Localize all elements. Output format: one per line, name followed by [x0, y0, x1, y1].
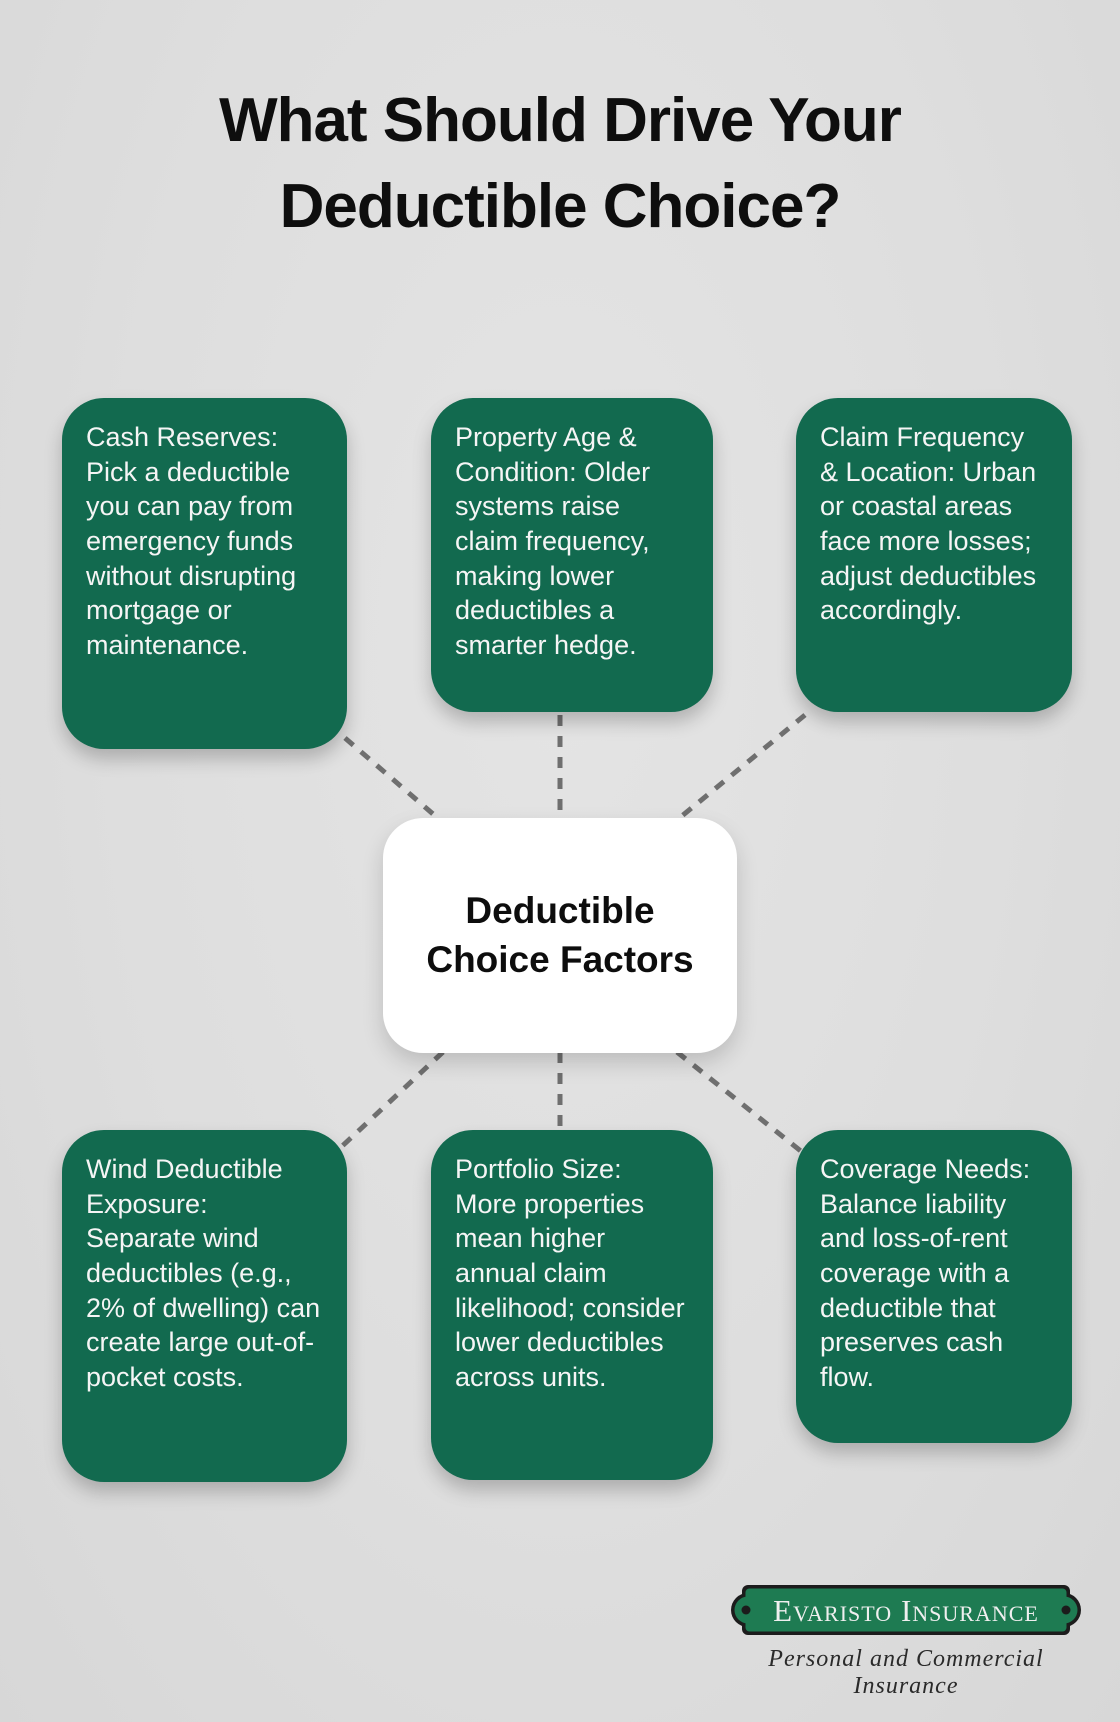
- connector-wind-deductible: [336, 1050, 445, 1152]
- logo-right-dot-icon: [1061, 1605, 1071, 1615]
- factor-text-coverage-needs: Coverage Needs: Balance liability and lo…: [820, 1154, 1031, 1393]
- page-title: What Should Drive Your Deductible Choice…: [0, 78, 1120, 249]
- factor-card-claim-frequency: Claim Frequency & Location: Urban or coa…: [796, 398, 1072, 712]
- logo-tagline: Personal and Commercial Insurance: [768, 1646, 1044, 1699]
- connector-coverage-needs: [675, 1050, 804, 1154]
- logo-left-dot-icon: [741, 1605, 751, 1615]
- connector-cash-reserves: [343, 736, 442, 822]
- connector-claim-frequency: [675, 713, 807, 822]
- factor-text-portfolio-size: Portfolio Size: More properties mean hig…: [455, 1154, 685, 1393]
- page-title-text: What Should Drive Your Deductible Choice…: [219, 86, 902, 241]
- company-logo: Evaristo Insurance Personal and Commerci…: [728, 1582, 1084, 1700]
- factor-text-wind-deductible: Wind Deductible Exposure: Separate wind …: [86, 1154, 321, 1393]
- logo-name: Evaristo Insurance: [773, 1593, 1039, 1628]
- center-node-label: Deductible Choice Factors: [426, 889, 694, 980]
- center-node: Deductible Choice Factors: [383, 818, 737, 1053]
- factor-card-portfolio-size: Portfolio Size: More properties mean hig…: [431, 1130, 713, 1480]
- factor-card-coverage-needs: Coverage Needs: Balance liability and lo…: [796, 1130, 1072, 1443]
- factor-text-cash-reserves: Cash Reserves: Pick a deductible you can…: [86, 422, 297, 661]
- factor-text-property-age: Property Age & Condition: Older systems …: [455, 422, 651, 661]
- factor-card-cash-reserves: Cash Reserves: Pick a deductible you can…: [62, 398, 347, 749]
- factor-text-claim-frequency: Claim Frequency & Location: Urban or coa…: [820, 422, 1037, 626]
- logo-banner: Evaristo Insurance: [731, 1585, 1081, 1635]
- factor-card-property-age: Property Age & Condition: Older systems …: [431, 398, 713, 712]
- logo-banner-fill: [745, 1588, 1067, 1632]
- factor-card-wind-deductible: Wind Deductible Exposure: Separate wind …: [62, 1130, 347, 1482]
